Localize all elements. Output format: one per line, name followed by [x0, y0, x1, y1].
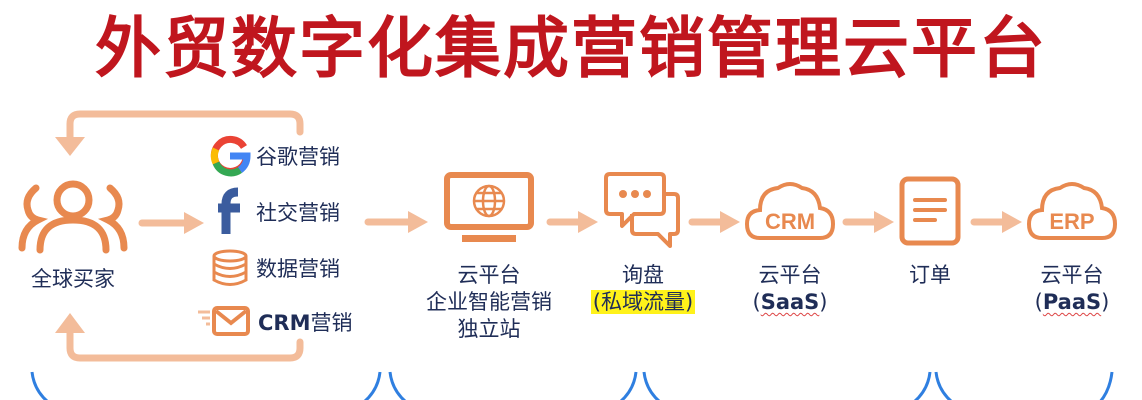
arrow-right-icon [138, 212, 204, 234]
cloud-crm-badge: CRM [765, 209, 815, 234]
google-icon [210, 135, 251, 177]
arrow-right-icon [970, 211, 1022, 233]
paas-term: PaaS [1042, 290, 1102, 314]
buyers-label: 全球买家 [31, 267, 115, 291]
cloud-erp-badge: ERP [1049, 209, 1094, 234]
document-icon [899, 176, 961, 246]
email-icon [198, 306, 250, 336]
channel-google-label: 谷歌营销 [256, 145, 340, 169]
bottom-brackets [30, 371, 1114, 400]
private-traffic-highlight: (私域流量) [590, 290, 696, 314]
arrow-right-icon [364, 211, 428, 233]
channel-crm-label: 营销 [310, 311, 353, 335]
channel-data: 数据营销 [210, 248, 340, 288]
arrow-right-icon [688, 211, 740, 233]
channel-crm-prefix: CRM [258, 311, 311, 335]
channel-crm: CRM营销 [198, 302, 352, 342]
step-inquiry-label: 询盘 (私域流量) [590, 263, 696, 314]
channel-social-label: 社交营销 [256, 201, 340, 225]
channel-social: 社交营销 [210, 187, 340, 234]
page-title: 外贸数字化集成营销管理云平台 [95, 10, 1047, 87]
step-saas-label: 云平台 (SaaS) [752, 263, 828, 314]
database-icon [212, 249, 248, 286]
chat-bubbles-icon [604, 172, 680, 248]
channel-google: 谷歌营销 [210, 135, 340, 177]
arrow-right-icon [842, 211, 894, 233]
channel-data-label: 数据营销 [256, 257, 340, 281]
arrow-right-icon [546, 211, 598, 233]
saas-term: SaaS [760, 290, 820, 314]
step-order-label: 订单 [909, 263, 951, 287]
cloud-crm-icon: CRM [744, 182, 836, 240]
cloud-erp-icon: ERP [1026, 182, 1118, 240]
step-paas-label: 云平台 (PaaS) [1034, 263, 1110, 314]
users-group-icon [18, 180, 128, 254]
step-website-label: 云平台 企业智能营销 独立站 [426, 263, 552, 341]
monitor-globe-icon [444, 172, 534, 242]
facebook-icon [218, 187, 240, 234]
